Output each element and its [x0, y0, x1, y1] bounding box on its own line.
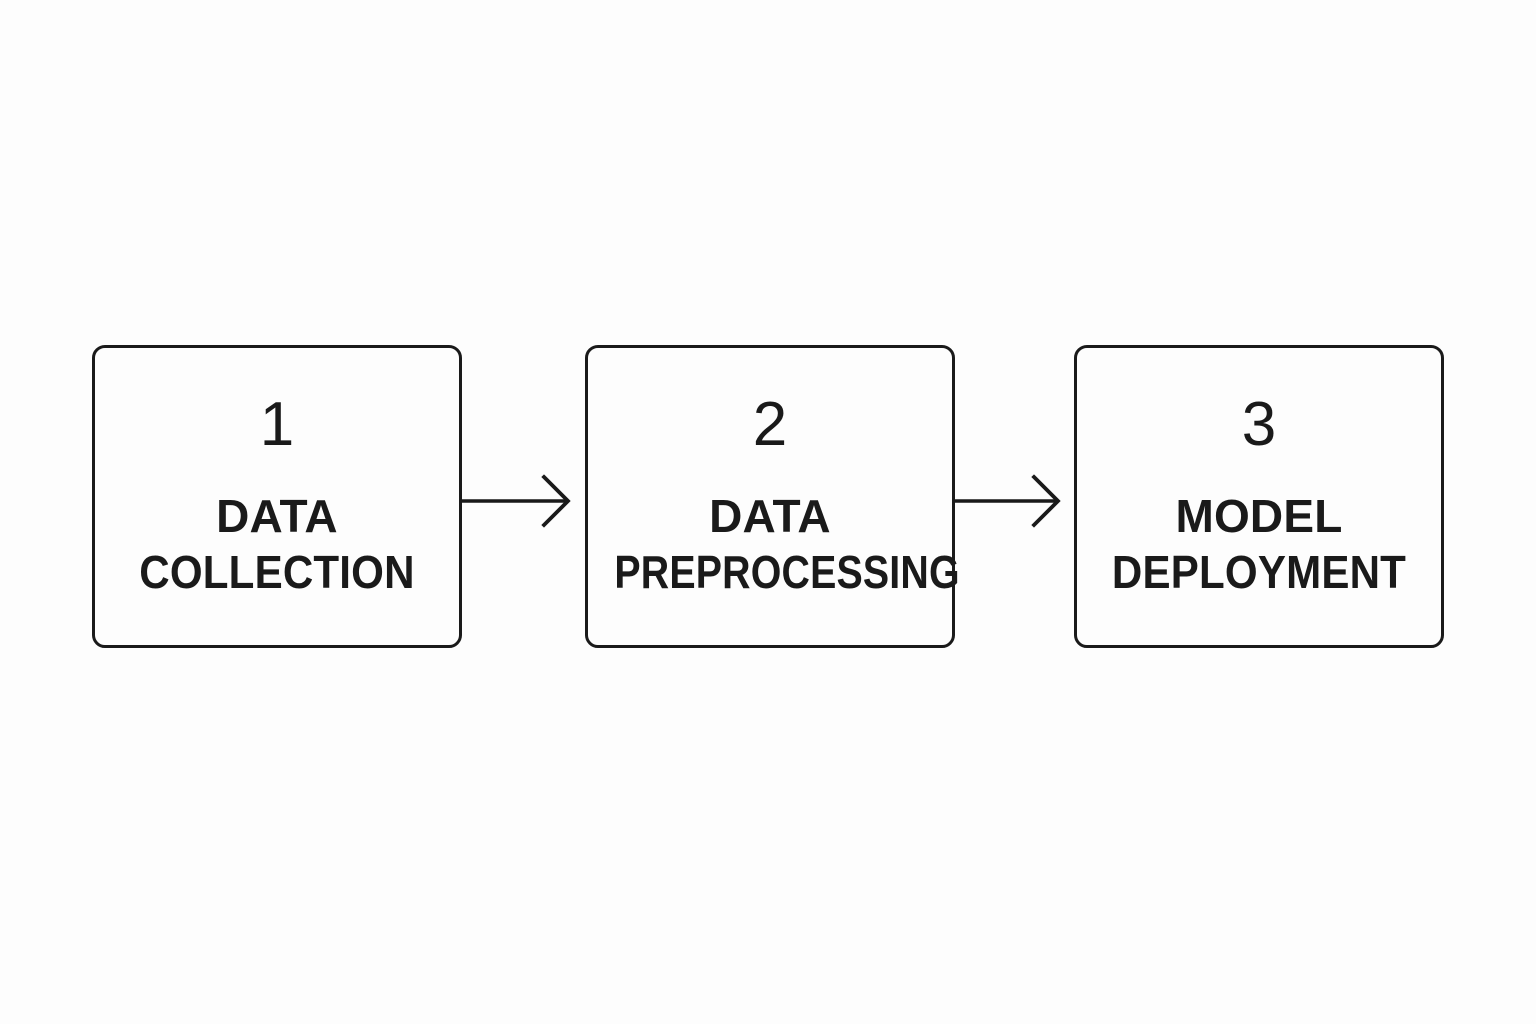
process-step-node-3[interactable]: 3 MODEL DEPLOYMENT — [1074, 345, 1444, 648]
arrowhead-chevron-icon-2 — [1031, 474, 1061, 528]
step-number-2: 2 — [752, 390, 788, 459]
step-label-1: DATA COLLECTION — [95, 488, 459, 600]
process-step-node-1[interactable]: 1 DATA COLLECTION — [92, 345, 462, 648]
step-label-3: MODEL DEPLOYMENT — [1077, 488, 1441, 600]
step-label-2-line-1: DATA — [709, 490, 831, 542]
connector-arrow-node1-to-node2 — [458, 470, 576, 532]
step-number-3: 3 — [1241, 390, 1277, 459]
connector-arrow-node2-to-node3 — [948, 470, 1066, 532]
arrowhead-chevron-icon-1 — [541, 474, 571, 528]
step-label-1-line-2: COLLECTION — [139, 546, 415, 599]
step-label-2: DATA PREPROCESSING — [588, 488, 960, 600]
step-label-1-line-1: DATA — [216, 490, 338, 542]
step-label-3-line-2: DEPLOYMENT — [1111, 546, 1407, 599]
process-step-node-2[interactable]: 2 DATA PREPROCESSING — [585, 345, 960, 648]
step-label-2-line-2: PREPROCESSING — [614, 546, 960, 599]
step-label-3-line-1: MODEL — [1175, 490, 1343, 542]
step-number-1: 1 — [259, 390, 295, 459]
